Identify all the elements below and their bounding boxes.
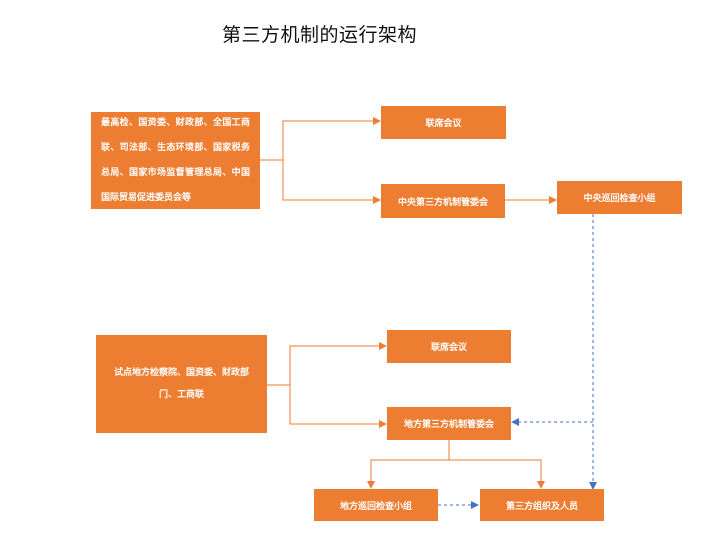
connector-central-to-committee — [282, 160, 381, 204]
central-source-box: 最高检、国资委、财政部、全国工商联、司法部、生态环境部、国家税务总局、国家市场监… — [91, 112, 260, 209]
local-joint-meeting-label: 联席会议 — [430, 343, 467, 353]
local-inspection-group-box: 地方巡回检查小组 — [314, 489, 438, 521]
central-joint-meeting-box: 联席会议 — [381, 106, 506, 139]
local-committee-label: 地方第三方机制管委会 — [403, 420, 494, 430]
local-source-box: 试点地方检察院、国资委、财政部门、工商联 — [96, 335, 267, 433]
diagram-title: 第三方机制的运行架构 — [222, 24, 418, 46]
central-inspection-group-label: 中央巡回检查小组 — [583, 194, 656, 204]
central-inspection-group-box: 中央巡回检查小组 — [557, 181, 682, 214]
third-party-label: 第三方组织及人员 — [505, 501, 578, 512]
connector-local-source-branch — [267, 342, 387, 386]
central-source-text: 最高检、国资委、财政部、全国工商联、司法部、生态环境部、国家税务总局、国家市场监… — [101, 117, 250, 203]
connector-local-to-committee — [289, 385, 387, 428]
central-committee-label: 中央第三方机制管委会 — [397, 197, 488, 208]
connector-local-committee-split — [367, 440, 450, 489]
local-source-text: 试点地方检察院、国资委、财政部门、工商联 — [113, 368, 249, 400]
local-committee-box: 地方第三方机制管委会 — [387, 407, 511, 440]
central-committee-box: 中央第三方机制管委会 — [381, 184, 505, 218]
connector-central-source-branch — [260, 117, 381, 161]
local-inspection-group-label: 地方巡回检查小组 — [339, 501, 412, 512]
central-joint-meeting-label: 联席会议 — [425, 119, 462, 129]
third-party-box: 第三方组织及人员 — [480, 489, 604, 521]
connector-local-committee-to-third-party — [449, 459, 545, 489]
local-joint-meeting-box: 联席会议 — [387, 330, 511, 363]
